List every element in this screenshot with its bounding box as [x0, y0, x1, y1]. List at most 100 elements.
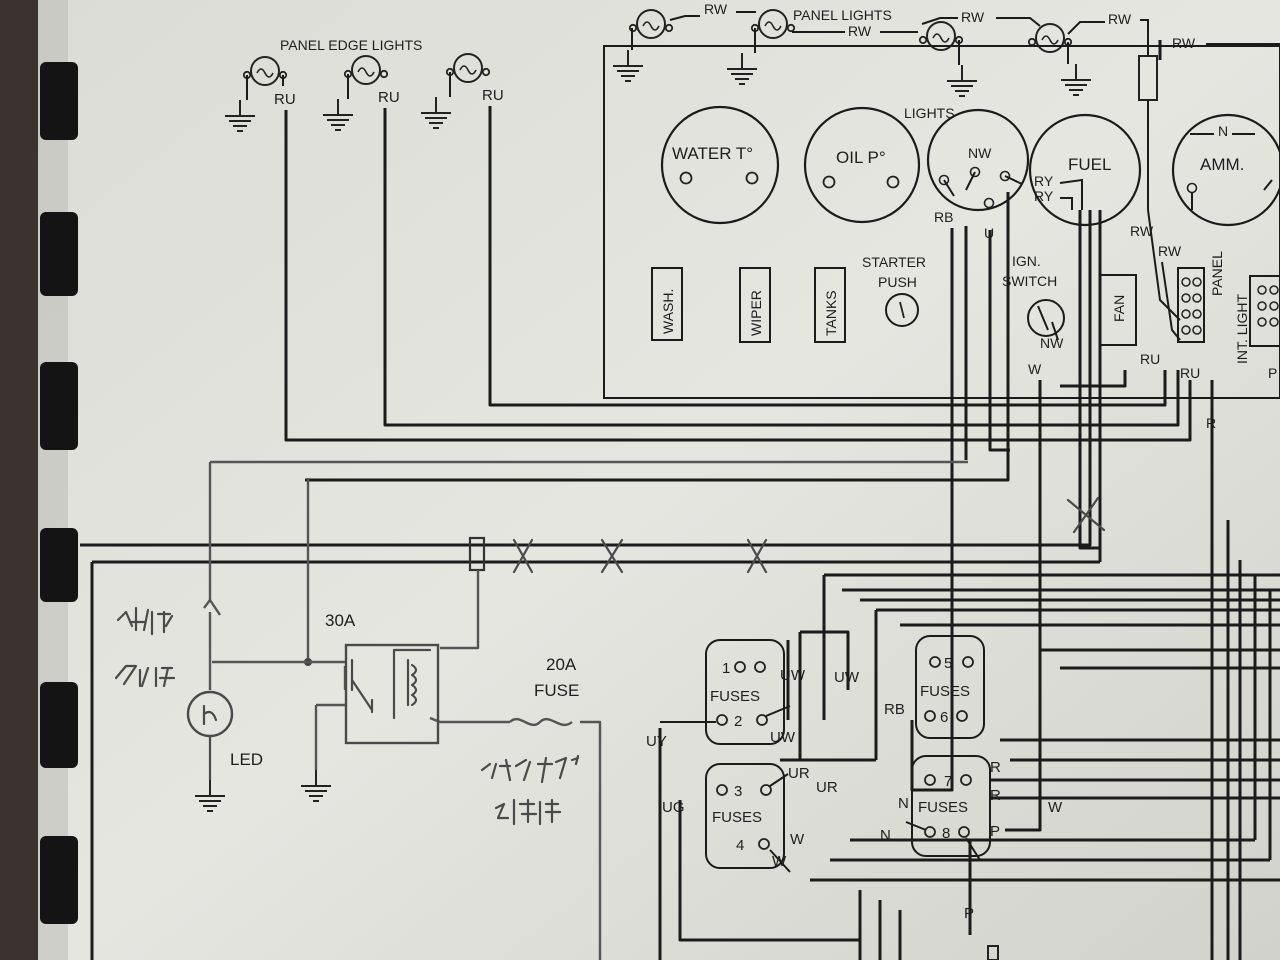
tanks-switch: TANKS	[814, 267, 846, 343]
panel-connector	[1177, 267, 1205, 343]
wire-code-ry-1: RY	[1034, 173, 1054, 189]
handwritten-note-passing	[480, 754, 580, 826]
fuse-20a-label: 20A	[546, 655, 577, 674]
wire-code-ru-1: RU	[274, 91, 296, 108]
wire-code-ru-2: RU	[378, 89, 400, 106]
fuse-block-3-4-title: FUSES	[712, 809, 762, 826]
wiper-label: WIPER	[748, 290, 764, 336]
led-label: LED	[230, 750, 263, 769]
cut-mark-4	[1066, 496, 1106, 534]
starter-label-line2: PUSH	[878, 274, 917, 290]
fuse-4-number: 4	[736, 837, 744, 854]
handwritten-note-switch	[114, 606, 176, 688]
ign-label-line2: SWITCH	[1002, 273, 1057, 289]
fuse-block-1-2-title: FUSES	[710, 688, 760, 705]
panel-edge-light-3	[420, 53, 491, 129]
wire-code-rw-1: RW	[704, 1, 728, 17]
fuse-block-1-2	[705, 639, 791, 745]
wiper-switch: WIPER	[739, 267, 771, 343]
wire-code-w-fuse4a: W	[790, 831, 805, 848]
ammeter-label: AMM.	[1200, 155, 1244, 174]
ammeter	[1171, 113, 1280, 227]
relay-30a	[344, 643, 440, 745]
starter-label-line1: STARTER	[862, 254, 926, 270]
wire-code-w-ign: W	[1028, 361, 1042, 377]
panel-edge-lights-title: PANEL EDGE LIGHTS	[280, 37, 422, 53]
wash-switch: WASH.	[651, 267, 683, 341]
int-light-partial-label: P	[1268, 365, 1277, 381]
fuse-block-7-8	[905, 755, 991, 861]
wire-code-nw-ign: NW	[1040, 335, 1064, 351]
cut-mark-3	[746, 538, 768, 574]
tanks-label: TANKS	[823, 290, 839, 336]
wire-code-rw-2: RW	[848, 23, 872, 39]
wire-code-n-fuse-a: N	[898, 795, 909, 812]
fuse-8-number: 8	[942, 825, 950, 842]
fuse-5-number: 5	[944, 655, 952, 672]
panel-edge-light-2	[322, 55, 389, 131]
wire-code-rb-fuse: RB	[884, 701, 905, 718]
water-temp-label: WATER T°	[672, 144, 753, 163]
panel-connector-label: PANEL	[1209, 251, 1225, 296]
fuse-block-5-6	[915, 635, 985, 739]
wire-code-uw-2: UW	[834, 669, 860, 686]
water-temp-gauge	[660, 105, 780, 225]
wire-code-rw-7: RW	[1158, 243, 1182, 259]
wire-code-ur-1: UR	[788, 765, 810, 782]
panel-lights-title: PANEL LIGHTS	[793, 7, 892, 23]
wire-code-ur-2: UR	[816, 779, 838, 796]
wire-code-p-bottom: P	[964, 905, 974, 922]
wire-code-w-right: W	[1048, 799, 1063, 816]
wire-code-ru-4: RU	[1140, 351, 1160, 367]
wire-code-nw-lights: NW	[968, 145, 992, 161]
oil-pressure-gauge	[803, 106, 921, 224]
lights-switch	[926, 108, 1030, 212]
spiral-binding	[40, 62, 78, 924]
pencil-modification	[203, 460, 968, 960]
cut-mark-1	[512, 538, 534, 574]
wire-code-n-fuse-b: N	[880, 827, 891, 844]
wire-code-ru-3: RU	[482, 87, 504, 104]
wire-code-rb-lights: RB	[934, 209, 953, 225]
int-light-label: INT. LIGHT	[1234, 294, 1250, 364]
relay-label: 30A	[325, 611, 356, 630]
wire-code-rw-3: RW	[961, 9, 985, 25]
wash-label: WASH.	[660, 289, 676, 334]
wire-code-uw-1: UW	[780, 667, 806, 684]
wire-code-r-fuse-b: R	[990, 787, 1001, 804]
instrument-panel-box	[603, 45, 1280, 399]
wire-code-rw-6: RW	[1130, 223, 1154, 239]
wire-code-ry-2: RY	[1034, 188, 1054, 204]
lights-switch-label: LIGHTS	[904, 105, 955, 121]
wire-code-rw-4: RW	[1108, 11, 1132, 27]
ignition-switch	[1027, 299, 1065, 341]
fuse-3-number: 3	[734, 783, 742, 800]
fan-label: FAN	[1111, 295, 1127, 322]
fuel-gauge	[1028, 113, 1142, 227]
oil-pressure-label: OIL P°	[836, 148, 886, 167]
led-indicator	[186, 690, 234, 812]
wire-code-r-fuse-a: R	[990, 759, 1001, 776]
wire-code-ug: UG	[662, 799, 685, 816]
fuse-7-number: 7	[944, 773, 952, 790]
wire-code-ru-5: RU	[1180, 365, 1200, 381]
fuse-2-number: 2	[734, 713, 742, 730]
ign-label-line1: IGN.	[1012, 253, 1041, 269]
wire-code-rw-5: RW	[1172, 35, 1196, 51]
int-light-connector	[1249, 275, 1280, 347]
fuse-1-number: 1	[722, 660, 730, 677]
cut-mark-2	[600, 538, 624, 574]
wire-code-uy: UY	[646, 733, 667, 750]
fuse-6-number: 6	[940, 709, 948, 726]
fuse-block-5-6-title: FUSES	[920, 683, 970, 700]
wire-code-n-amm: N	[1218, 123, 1228, 139]
fuse-20a-sub-label: FUSE	[534, 681, 579, 700]
fuse-block-3-4	[705, 763, 789, 869]
fuse-block-7-8-title: FUSES	[918, 799, 968, 816]
starter-push-button	[885, 293, 919, 327]
fuel-gauge-label: FUEL	[1068, 155, 1111, 174]
wire-code-uw-3: UW	[770, 729, 796, 746]
panel-edge-light-1	[224, 56, 288, 132]
wire-code-p-fuse: P	[990, 823, 1000, 840]
